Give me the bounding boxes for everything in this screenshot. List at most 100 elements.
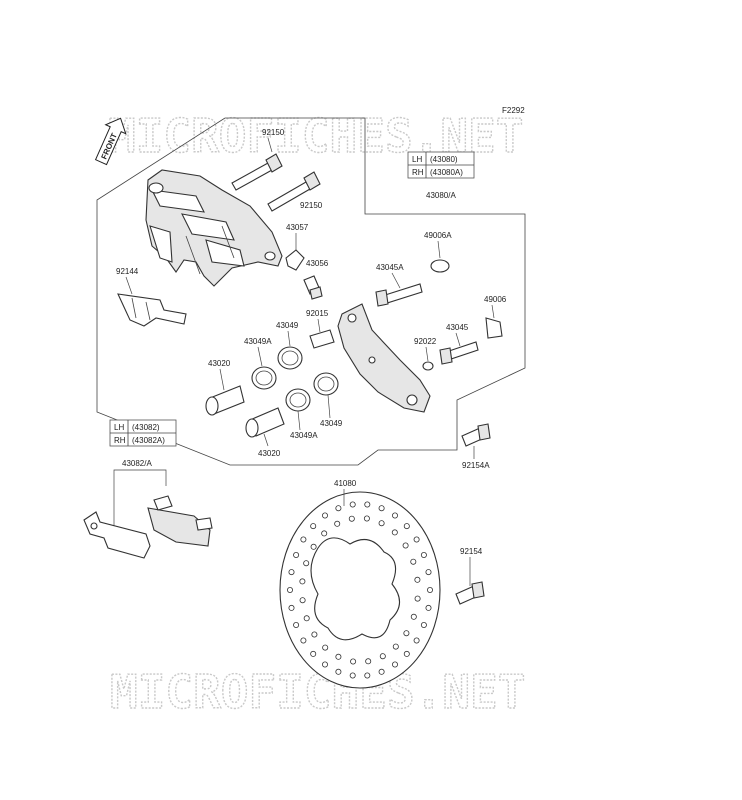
disc-hole	[286, 587, 293, 594]
disc-hole	[378, 520, 385, 527]
label-92015: 92015	[306, 309, 329, 318]
ring-92022	[422, 361, 434, 371]
dust-seal-43049a-top	[251, 366, 277, 390]
disc-hole	[379, 653, 386, 660]
disc-hole	[310, 650, 317, 657]
disc-hole	[420, 552, 427, 559]
caliper-table-rh-part: (43080A)	[430, 168, 463, 177]
disc-hole	[414, 576, 421, 583]
caliper-table-rh-side: RH	[412, 168, 424, 177]
disc-hole	[349, 501, 356, 508]
pad-table-lh-part: (43082)	[132, 423, 160, 432]
bolt-92154a	[461, 423, 491, 447]
piston-seal-43049-top	[277, 346, 303, 370]
disc-hole	[288, 604, 295, 611]
label-43057: 43057	[286, 223, 309, 232]
label-43049a-bottom: 43049A	[290, 431, 318, 440]
disc-hole	[364, 501, 371, 508]
disc-hole	[303, 615, 310, 622]
pad-side-table: LH (43082) RH (43082A)	[109, 419, 177, 447]
disc-hole	[334, 520, 341, 527]
disc-hole	[335, 505, 342, 512]
pad-table-rh-side: RH	[114, 436, 126, 445]
bolt-92154	[455, 581, 485, 605]
disc-hole	[392, 643, 399, 650]
brake-pad-right	[147, 495, 213, 547]
label-41080: 41080	[334, 479, 357, 488]
disc-hole	[425, 569, 432, 576]
disc-hole	[322, 644, 329, 651]
disc-hole	[425, 604, 432, 611]
disc-hole	[299, 597, 306, 604]
label-92154a: 92154A	[462, 461, 490, 470]
pad-table-rh-part: (43082A)	[132, 436, 165, 445]
disc-hole	[378, 668, 385, 675]
disc-hole	[310, 523, 317, 530]
disc-hole	[311, 631, 318, 638]
disc-hole	[420, 622, 427, 629]
piston-43020-right	[245, 407, 285, 438]
brake-pad-left	[83, 511, 151, 559]
figure-code: F2292	[502, 106, 525, 115]
piston-43020-left	[205, 385, 245, 416]
label-43049-right: 43049	[320, 419, 343, 428]
disc-hole	[321, 512, 328, 519]
disc-hole	[363, 515, 370, 522]
caliper-body	[145, 169, 283, 287]
pad-table-lh-side: LH	[114, 423, 124, 432]
label-43082a: 43082/A	[122, 459, 152, 468]
label-43045a: 43045A	[376, 263, 404, 272]
label-92154: 92154	[460, 547, 483, 556]
disc-hole	[300, 637, 307, 644]
label-92022: 92022	[414, 337, 437, 346]
disc-hole	[403, 630, 410, 637]
disc-hole	[321, 530, 328, 537]
disc-hole	[413, 637, 420, 644]
caliper-side-table: LH (43080) RH (43080A)	[407, 151, 475, 179]
disc-hole	[293, 622, 300, 629]
disc-hole	[413, 536, 420, 543]
disc-hole	[378, 505, 385, 512]
label-43049a-top: 43049A	[244, 337, 272, 346]
label-49006: 49006	[484, 295, 507, 304]
disc-hole	[364, 672, 371, 679]
label-43020-left: 43020	[208, 359, 231, 368]
label-92150-right: 92150	[300, 201, 323, 210]
disc-hole	[321, 661, 328, 668]
disc-hole	[349, 672, 356, 679]
disc-hole	[426, 587, 433, 594]
label-43056: 43056	[306, 259, 329, 268]
label-92144: 92144	[116, 267, 139, 276]
caliper-bracket	[337, 303, 431, 413]
disc-hole	[350, 658, 357, 665]
pin-43045	[439, 341, 479, 365]
disc-hole	[310, 543, 317, 550]
disc-hole	[403, 650, 410, 657]
label-43020-bottom: 43020	[258, 449, 281, 458]
caliper-group-frame	[96, 117, 526, 466]
brake-disc-41080	[279, 491, 441, 689]
label-49006a: 49006A	[424, 231, 452, 240]
piston-seal-43049-right	[313, 372, 339, 396]
slide-pin-upper	[231, 153, 283, 191]
disc-hole	[391, 529, 398, 536]
pad-spring-92144	[117, 293, 187, 327]
boot-49006a	[430, 259, 450, 273]
pin-43045a	[375, 283, 423, 307]
disc-hole	[293, 552, 300, 559]
caliper-table-lh-side: LH	[412, 155, 422, 164]
disc-hole	[365, 658, 372, 665]
disc-vent-holes	[286, 501, 433, 679]
label-92150-top: 92150	[262, 128, 285, 137]
clip-43057	[285, 249, 305, 271]
disc-hole	[410, 558, 417, 565]
disc-hole	[299, 578, 306, 585]
label-43080a: 43080/A	[426, 191, 456, 200]
slide-pin-lower	[267, 171, 321, 212]
disc-hole	[402, 542, 409, 549]
disc-hole	[410, 613, 417, 620]
disc-hole	[403, 523, 410, 530]
disc-hole	[348, 515, 355, 522]
label-43049-top: 43049	[276, 321, 299, 330]
disc-hole	[391, 512, 398, 519]
